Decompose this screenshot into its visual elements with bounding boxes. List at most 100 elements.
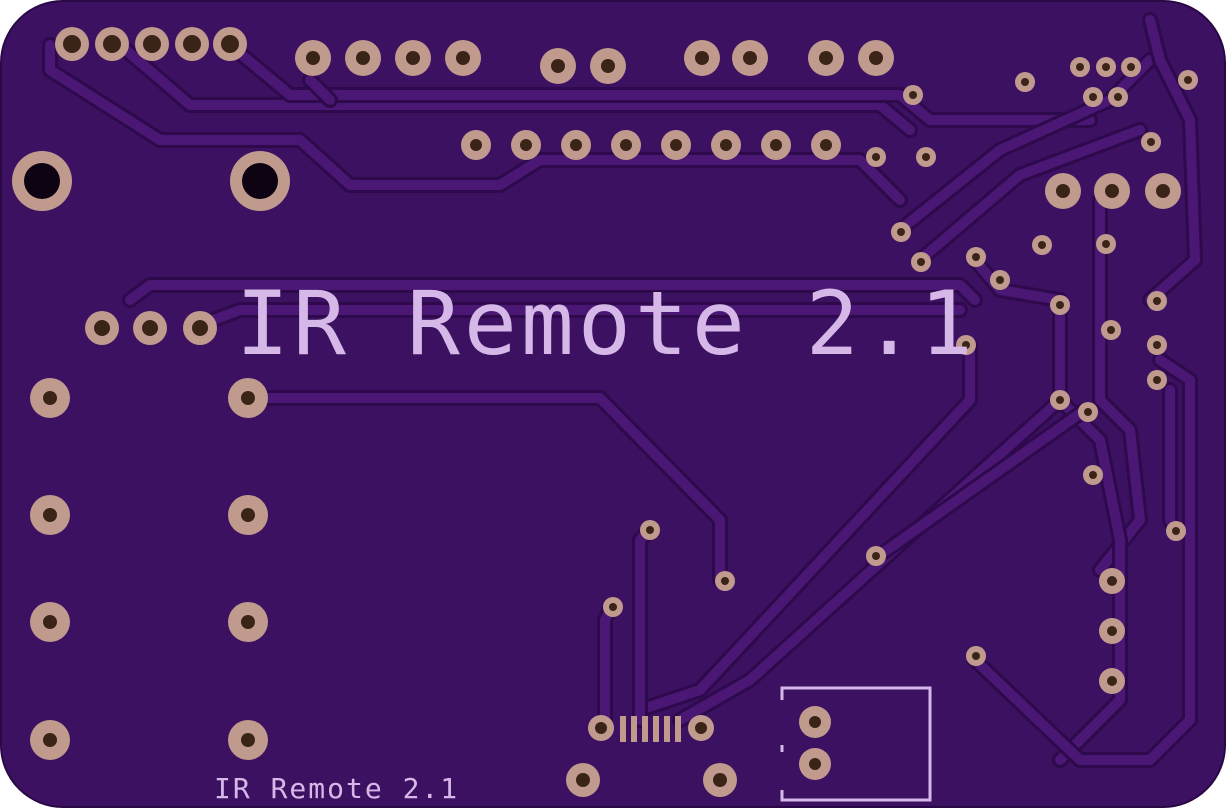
through-hole-pad [30,720,70,760]
pad-drill [43,391,57,405]
via-drill [609,603,617,611]
via [1141,132,1161,152]
via-drill [1056,396,1064,404]
pad-drill [770,139,782,151]
board-subtitle-silkscreen: IR Remote 2.1 [214,772,459,805]
through-hole-pad [395,40,431,76]
trace [635,340,975,715]
via [1147,335,1167,355]
through-hole-pad [461,130,491,160]
pad-drill [43,733,57,747]
through-hole-pad [1099,568,1125,594]
pad-drill [1156,184,1170,198]
via [1015,72,1035,92]
pad-drill [595,722,607,734]
through-hole-pad [30,495,70,535]
through-hole-pad [1099,618,1125,644]
through-hole-pad [611,130,641,160]
through-hole-pad [858,40,894,76]
through-hole-pad [183,311,217,345]
through-hole-pad [661,130,691,160]
via-drill [872,153,880,161]
via [1050,390,1070,410]
via-drill [1102,63,1110,71]
mounting-hole [230,151,290,211]
pad-drill [1107,626,1117,636]
through-hole-pad [30,378,70,418]
via-drill [909,91,917,99]
via-drill [897,228,905,236]
pad-drill [869,51,883,65]
through-hole-pad [799,748,831,780]
via [1050,295,1070,315]
via [966,646,986,666]
through-hole-pad [811,130,841,160]
via-drill [1153,297,1161,305]
via-drill [872,552,880,560]
via-drill [721,577,729,585]
via [1166,521,1186,541]
via [1096,234,1116,254]
via-drill [1056,301,1064,309]
via [866,546,886,566]
through-hole-pad [761,130,791,160]
through-hole-pad [228,720,268,760]
pad-drill [720,139,732,151]
via-drill [1184,76,1192,84]
pad-drill [820,139,832,151]
trace [255,393,725,585]
via-drill [1089,93,1097,101]
via [1096,57,1116,77]
through-hole-pad [55,27,89,61]
pad-drill [570,139,582,151]
via [1147,291,1167,311]
via [715,571,735,591]
pad-drill [601,59,615,73]
via-drill [1153,341,1161,349]
through-hole-pad [566,763,600,797]
pad-drill [551,59,565,73]
through-hole-pad [1094,173,1130,209]
pad-drill [241,508,255,522]
copper-traces [42,12,1203,768]
via [1070,57,1090,77]
through-hole-pad [688,715,714,741]
through-hole-pad [711,130,741,160]
via-drill [1147,138,1155,146]
board-title-silkscreen: IR Remote 2.1 [236,272,977,375]
trace [115,40,915,135]
pad-drill [1107,576,1117,586]
connector-silkscreen-outline [780,686,932,802]
pad-drill [142,320,158,336]
trace [970,355,1195,765]
via-drill [996,276,1004,284]
pad-drill [456,51,470,65]
through-hole-pad [684,40,720,76]
via [603,597,623,617]
via [1032,235,1052,255]
hole-drill [24,163,60,199]
via [1108,87,1128,107]
via [1121,57,1141,77]
via-drill [1084,408,1092,416]
trace [1145,15,1200,305]
pad-drill [1056,184,1070,198]
pad-drill [695,722,707,734]
trace [600,605,615,725]
via [990,270,1010,290]
through-hole-pad [445,40,481,76]
pad-drill [241,391,255,405]
via-drill [1076,63,1084,71]
pad-drill [819,51,833,65]
trace [305,75,335,105]
pad-drill [183,35,201,53]
via [866,147,886,167]
via [1178,70,1198,90]
pad-drill [743,51,757,65]
pad-drill [470,139,482,151]
through-hole-pad [228,378,268,418]
through-hole-pad [295,40,331,76]
pad-drill [306,51,320,65]
pad-drill [43,615,57,629]
through-hole-pad [590,48,626,84]
